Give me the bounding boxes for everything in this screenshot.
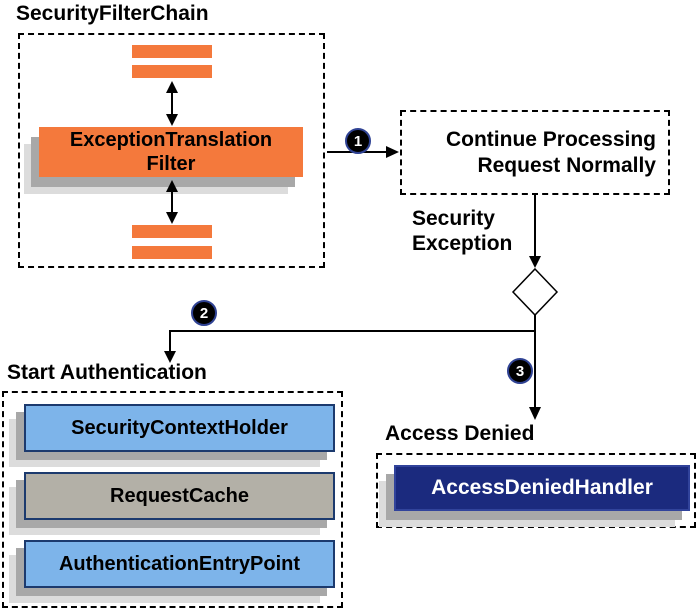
request-cache-box: RequestCache [24,472,335,520]
continue-processing-box: Continue Processing Request Normally [400,110,670,195]
arrowhead-down-icon [529,256,541,268]
arrowhead-right-icon [386,146,399,158]
security-exception-label: Security Exception [412,207,513,255]
exception-translation-filter-box: ExceptionTranslation Filter [39,127,303,177]
step-badge-1: 1 [345,128,371,154]
access-denied-box: AccessDeniedHandler [376,453,696,528]
start-authentication-label: Start Authentication [7,361,207,384]
arrowhead-down-icon [529,407,541,420]
security-filter-chain-box [18,33,325,268]
filter-placeholder-bar [132,246,212,259]
step-badge-2: 2 [191,300,217,326]
arrow-step2 [169,315,536,352]
step-badge-3: 3 [507,358,533,384]
decision-diamond [511,267,559,317]
access-denied-handler-box: AccessDeniedHandler [394,465,690,511]
authentication-entry-point-box: AuthenticationEntryPoint [24,540,335,588]
filter-placeholder-bar [132,225,212,238]
security-context-holder-box: SecurityContextHolder [24,404,335,452]
access-denied-label: Access Denied [385,422,535,445]
start-authentication-box: SecurityContextHolder RequestCache Authe… [2,391,343,608]
security-filter-chain-title: SecurityFilterChain [16,2,209,25]
filter-placeholder-bar [132,45,212,58]
filter-placeholder-bar [132,65,212,78]
